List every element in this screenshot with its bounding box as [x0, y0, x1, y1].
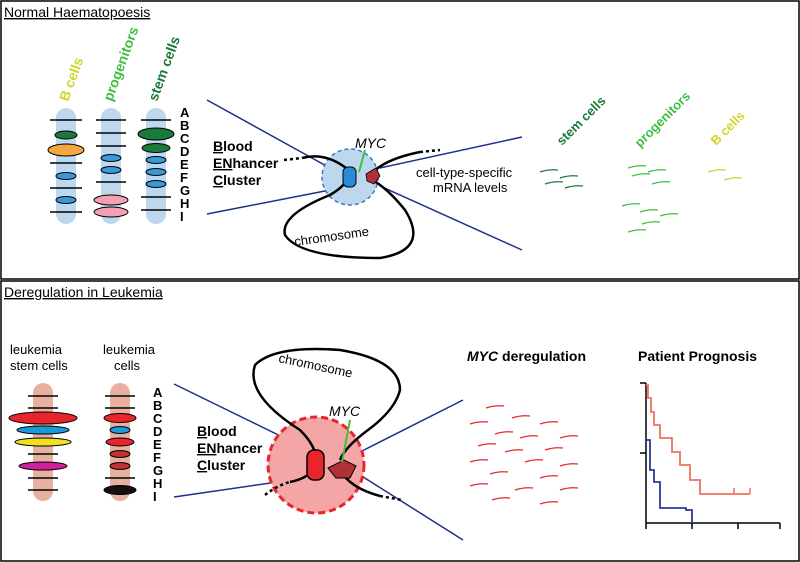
- bottom-enhancer-letters: A B C D E F G H I: [153, 385, 163, 504]
- stem-cells-column-label: stem cells: [145, 34, 183, 103]
- leukemia-stem-cells-label-line1: leukemia: [10, 342, 63, 357]
- deregulated-mrna-squiggles: [469, 405, 579, 505]
- letter-b: B: [153, 398, 162, 413]
- letter-a: A: [180, 105, 190, 120]
- right-progenitors-label: progenitors: [632, 88, 694, 150]
- letter-g: G: [180, 183, 190, 198]
- top-myc-gene-icon: [365, 167, 381, 185]
- right-stem-cells-label: stem cells: [554, 93, 609, 148]
- bottom-chromosome-label: chromosome: [277, 350, 354, 380]
- top-panel-frame: [0, 0, 800, 280]
- top-chromosome-loop: [283, 148, 441, 260]
- letter-d: D: [153, 424, 162, 439]
- b-cells-column-label: B cells: [56, 55, 87, 103]
- letter-i: I: [180, 209, 184, 224]
- top-enhancer-letters: A B C D E F G H I: [180, 105, 190, 224]
- zoom-line-top-lower-left: [206, 189, 331, 215]
- letter-e: E: [180, 157, 189, 172]
- leukemia-stem-cells-label-line2: stem cells: [10, 358, 68, 373]
- progenitors-column-label: progenitors: [100, 24, 142, 103]
- letter-c: C: [180, 131, 190, 146]
- bottom-chromosome-loop: [252, 347, 403, 515]
- myc-deregulation-label: MYC deregulation: [467, 348, 586, 364]
- stem-cell-mrna-squiggles: [539, 169, 584, 189]
- letter-e: E: [153, 437, 162, 452]
- chromosome-leukemia-stem-cells: [8, 383, 78, 501]
- mrna-label-line2: mRNA levels: [433, 180, 508, 195]
- bottom-benc-label: Blood ENhancer Cluster: [197, 423, 263, 473]
- letter-h: H: [180, 196, 189, 211]
- mrna-label-line1: cell-type-specific: [416, 165, 513, 180]
- bottom-myc-pointer: [341, 419, 351, 463]
- leukemia-cells-label-line1: leukemia: [103, 342, 156, 357]
- zoom-line-top-upper-right: [379, 136, 523, 169]
- letter-h: H: [153, 476, 162, 491]
- patient-prognosis-title: Patient Prognosis: [638, 348, 757, 364]
- leukemia-cells-label-line2: cells: [114, 358, 141, 373]
- top-myc-label: MYC: [355, 135, 387, 151]
- top-benc-element: [342, 166, 357, 188]
- svg-text:Cluster: Cluster: [197, 457, 246, 473]
- zoom-line-bottom-lower-right: [359, 474, 464, 541]
- chromosome-b-cells: [47, 108, 85, 224]
- km-curve-blue: [646, 439, 693, 523]
- letter-c: C: [153, 411, 163, 426]
- bottom-benc-element: [306, 449, 325, 481]
- letter-g: G: [153, 463, 163, 478]
- svg-text:Blood: Blood: [213, 138, 253, 154]
- letter-i: I: [153, 489, 157, 504]
- kaplan-meier-plot: [640, 382, 781, 529]
- bottom-panel-title: Deregulation in Leukemia: [4, 284, 163, 300]
- progenitor-mrna-squiggles: [621, 165, 679, 233]
- svg-text:Cluster: Cluster: [213, 172, 262, 188]
- right-b-cells-label: B cells: [708, 108, 748, 148]
- top-chromosome-label: chromosome: [293, 224, 369, 249]
- bottom-myc-label: MYC: [329, 403, 361, 419]
- top-panel-title: Normal Haematopoesis: [4, 4, 150, 20]
- zoom-line-bottom-upper-right: [359, 399, 464, 453]
- zoom-line-top-lower-right: [379, 185, 523, 251]
- letter-f: F: [180, 170, 188, 185]
- bottom-panel-frame: [0, 280, 800, 562]
- chromosome-leukemia-cells: [103, 383, 137, 501]
- km-curve-red: [646, 384, 750, 495]
- chromosome-stem-cells: [137, 108, 175, 224]
- svg-text:ENhancer: ENhancer: [213, 155, 279, 171]
- top-myc-pointer: [358, 149, 366, 173]
- chromosome-progenitors: [93, 108, 129, 224]
- letter-f: F: [153, 450, 161, 465]
- b-cell-mrna-squiggles: [707, 169, 743, 181]
- letter-a: A: [153, 385, 163, 400]
- svg-text:ENhancer: ENhancer: [197, 440, 263, 456]
- letter-d: D: [180, 144, 189, 159]
- letter-b: B: [180, 118, 189, 133]
- top-benc-label: Blood ENhancer Cluster: [213, 138, 279, 188]
- svg-text:Blood: Blood: [197, 423, 237, 439]
